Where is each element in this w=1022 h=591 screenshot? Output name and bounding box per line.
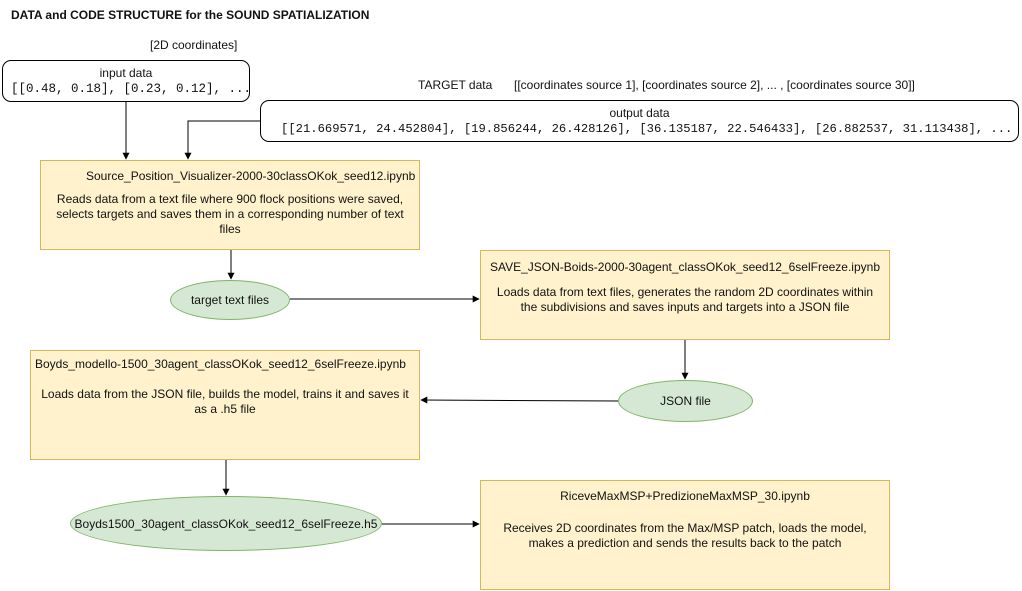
file-h5-model[interactable]: Boyds1500_30agent_classOKok_seed12_6selF… — [70, 496, 382, 551]
input-data-heading: input data — [99, 66, 153, 80]
process-receive-name: RiceveMaxMSP+PredizioneMaxMSP_30.ipynb — [560, 489, 810, 503]
file-target-text[interactable]: target text files — [170, 280, 290, 320]
process-visualizer-name: Source_Position_Visualizer-2000-30classO… — [86, 169, 416, 183]
page-title: DATA and CODE STRUCTURE for the SOUND SP… — [11, 8, 370, 22]
process-receive-description: Receives 2D coordinates from the Max/MSP… — [503, 521, 867, 550]
process-save-json[interactable]: SAVE_JSON-Boids-2000-30agent_classOKok_s… — [480, 250, 890, 340]
output-data-box[interactable]: output data [[21.669571, 24.452804], [19… — [260, 100, 1019, 142]
process-model-name: Boyds_modello-1500_30agent_classOKok_see… — [35, 357, 406, 371]
output-data-heading: output data — [609, 106, 670, 120]
target-structure: [[coordinates source 1], [coordinates so… — [514, 78, 915, 92]
arrow-json-file-to-model — [420, 396, 619, 404]
file-h5-label: Boyds1500_30agent_classOKok_seed12_6selF… — [74, 516, 378, 531]
process-model[interactable]: Boyds_modello-1500_30agent_classOKok_see… — [30, 350, 420, 460]
target-caption: TARGET data — [418, 78, 493, 92]
process-model-description: Loads data from the JSON file, builds th… — [41, 387, 409, 416]
input-data-box[interactable]: input data [[0.48, 0.18], [0.23, 0.12], … — [2, 60, 252, 102]
file-target-text-label: target text files — [190, 293, 270, 307]
arrow-output-to-visualizer — [184, 120, 260, 160]
file-json[interactable]: JSON file — [618, 380, 753, 422]
process-save-json-description: Loads data from text files, generates th… — [496, 285, 874, 314]
process-receive[interactable]: RiceveMaxMSP+PredizioneMaxMSP_30.ipynb R… — [480, 480, 890, 590]
output-data-sample: [[21.669571, 24.452804], [19.856244, 26.… — [281, 122, 1013, 136]
process-visualizer-description: Reads data from a text file where 900 fl… — [56, 192, 404, 236]
file-json-label: JSON file — [660, 394, 711, 408]
input-data-sample: [[0.48, 0.18], [0.23, 0.12], ... — [11, 82, 252, 96]
process-save-json-name: SAVE_JSON-Boids-2000-30agent_classOKok_s… — [489, 260, 880, 274]
process-visualizer[interactable]: Source_Position_Visualizer-2000-30classO… — [40, 160, 420, 250]
input-caption: [2D coordinates] — [150, 38, 238, 52]
